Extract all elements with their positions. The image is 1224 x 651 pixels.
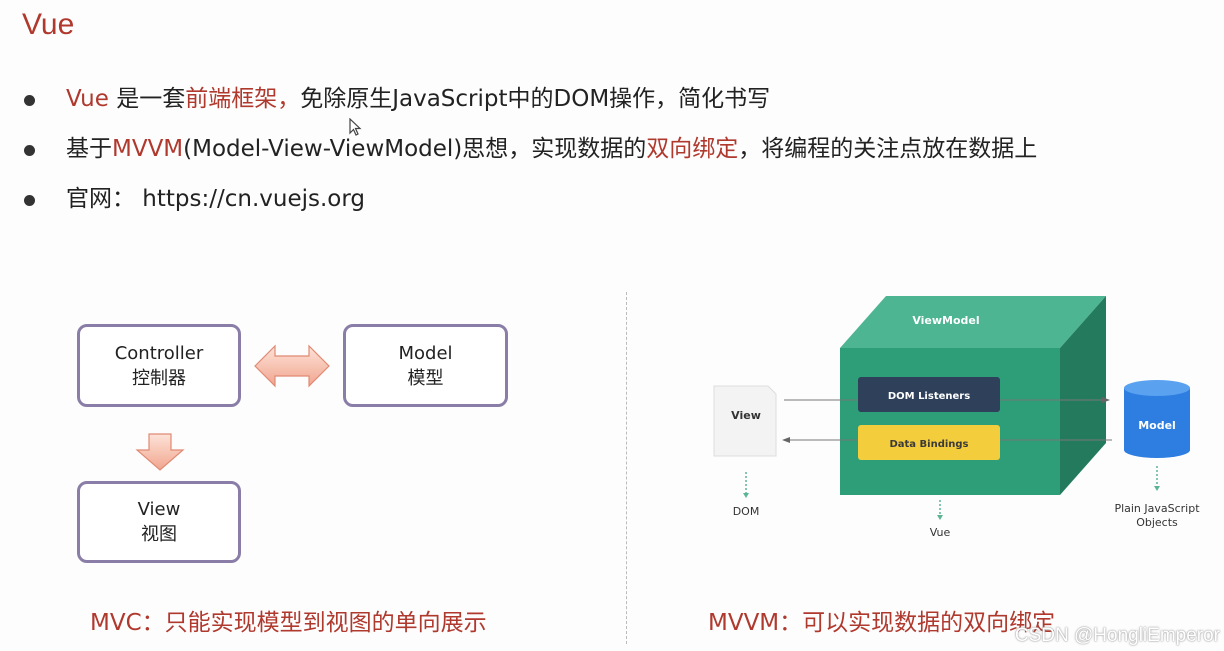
controller-en-label: Controller — [114, 342, 204, 364]
model-box: Model 模型 — [343, 324, 508, 407]
bullet-list: Vue 是一套前端框架，免除原生JavaScript中的DOM操作，简化书写 基… — [22, 78, 1037, 228]
dom-label: DOM — [733, 505, 760, 518]
dom-listeners-bar — [858, 377, 1000, 412]
bullet-item-3: 官网： https://cn.vuejs.org — [22, 178, 1037, 228]
bullet-segment: 基于 — [66, 136, 112, 162]
controller-box: Controller 控制器 — [77, 324, 241, 407]
bullet-item-1: Vue 是一套前端框架，免除原生JavaScript中的DOM操作，简化书写 — [22, 78, 1037, 128]
model-cylinder-icon — [1124, 388, 1190, 458]
mvvm-diagram: ViewModel DOM Listeners Data Bindings Vi… — [713, 296, 1200, 539]
mvvm-model-label: Model — [1138, 419, 1176, 432]
bullet-dot-icon — [24, 95, 35, 106]
controller-cn-label: 控制器 — [132, 367, 186, 389]
bullet-segment: 是一套 — [108, 86, 186, 112]
bullet-segment: (Model-View-ViewModel)思想，实现数据的 — [183, 136, 647, 162]
highlight-text: MVVM — [112, 136, 184, 162]
down-arrow-icon — [135, 433, 185, 471]
bullet-text: Vue 是一套前端框架，免除原生JavaScript中的DOM操作，简化书写 — [66, 86, 770, 112]
model-cn-label: 模型 — [407, 367, 444, 389]
mouse-cursor-icon — [349, 118, 362, 136]
dom-listeners-label: DOM Listeners — [888, 391, 970, 402]
vue-label: Vue — [930, 526, 951, 539]
mvvm-caption: MVVM：可以实现数据的双向绑定 — [708, 610, 1056, 636]
model-en-label: Model — [398, 342, 453, 364]
left-arrowhead-icon — [782, 437, 790, 443]
view-box: View 视图 — [77, 481, 241, 563]
highlight-text: Vue — [66, 86, 109, 112]
view-down-arrow-icon — [743, 493, 749, 498]
slide-title: Vue — [22, 8, 75, 41]
cube-side — [1060, 296, 1106, 495]
bullet-text: 基于MVVM(Model-View-ViewModel)思想，实现数据的双向绑定… — [66, 136, 1037, 162]
bullet-segment: ，将编程的关注点放在数据上 — [738, 136, 1038, 162]
plain-js-label-1: Plain JavaScript — [1114, 502, 1200, 515]
data-bindings-bar — [858, 425, 1000, 460]
cube-front — [840, 348, 1060, 495]
mvvm-view-label: View — [731, 409, 761, 422]
bullet-dot-icon — [24, 145, 35, 156]
vm-down-arrow-icon — [937, 515, 943, 520]
bullet-text: 官网： https://cn.vuejs.org — [66, 186, 365, 212]
data-bindings-label: Data Bindings — [889, 439, 968, 450]
plain-js-label-2: Objects — [1136, 516, 1178, 529]
cube-top — [840, 296, 1106, 348]
bullet-dot-icon — [24, 195, 35, 206]
model-down-arrow-icon — [1154, 486, 1160, 491]
highlight-text: 前端框架， — [185, 86, 301, 112]
right-arrowhead-icon — [1102, 397, 1110, 403]
watermark: CSDN @HongliEmperor — [1014, 625, 1220, 646]
view-cn-label: 视图 — [141, 524, 177, 545]
view-page-icon — [713, 385, 777, 457]
view-en-label: View — [137, 499, 181, 520]
bullet-segment: 官网： https://cn.vuejs.org — [66, 186, 366, 212]
bullet-segment: 免除原生JavaScript中的DOM操作，简化书写 — [300, 86, 771, 112]
divider-line — [626, 292, 627, 644]
highlight-text: 双向绑定 — [646, 136, 739, 162]
bullet-item-2: 基于MVVM(Model-View-ViewModel)思想，实现数据的双向绑定… — [22, 128, 1037, 178]
mvc-caption: MVC：只能实现模型到视图的单向展示 — [90, 610, 487, 636]
double-arrow-icon — [254, 344, 330, 388]
viewmodel-label: ViewModel — [912, 314, 979, 327]
